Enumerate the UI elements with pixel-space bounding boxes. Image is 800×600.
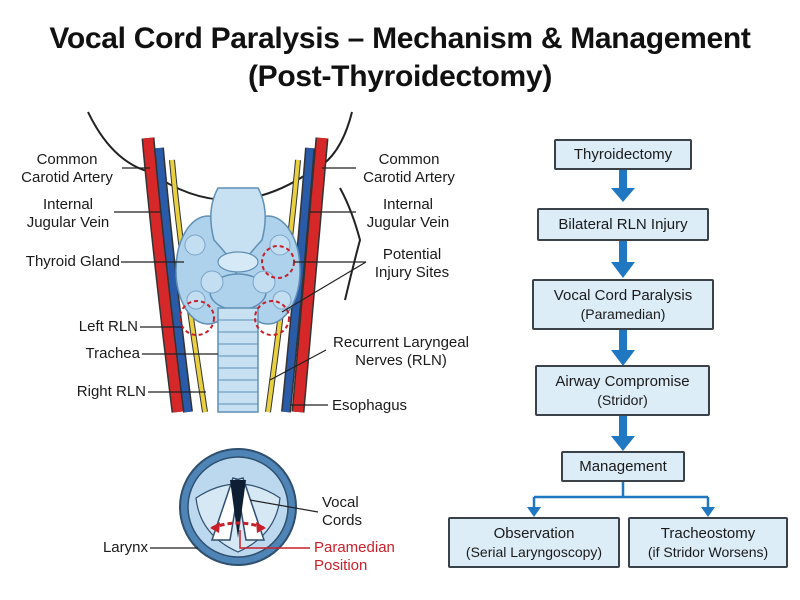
flow-branch-observation: Observation (Serial Laryngoscopy) <box>448 517 620 568</box>
flow-step-management: Management <box>561 451 685 482</box>
injury-site-left <box>179 300 215 336</box>
label-left-common-carotid: Common Carotid Artery <box>21 151 113 186</box>
label-trachea: Trachea <box>85 345 140 362</box>
label-right-common-carotid: Common Carotid Artery <box>363 151 455 186</box>
label-paramedian-position: Paramedian Position <box>314 539 395 574</box>
label-thyroid-gland: Thyroid Gland <box>25 253 120 270</box>
flow-branch-tracheostomy: Tracheostomy (if Stridor Worsens) <box>628 517 788 568</box>
trachea <box>217 307 259 413</box>
label-right-internal-jugular: Internal Jugular Vein <box>366 196 450 231</box>
injury-site-right-low <box>254 300 290 336</box>
label-left-internal-jugular: Internal Jugular Vein <box>26 196 110 231</box>
page-title: Vocal Cord Paralysis – Mechanism & Manag… <box>49 22 751 55</box>
page-subtitle: (Post-Thyroidectomy) <box>247 60 553 93</box>
label-right-rln: Right RLN <box>76 383 146 400</box>
left-neck-outline <box>87 111 151 173</box>
label-larynx: Larynx <box>102 539 148 556</box>
label-esophagus: Esophagus <box>332 397 408 414</box>
flow-step-airway-compromise: Airway Compromise (Stridor) <box>535 365 710 416</box>
flow-step-thyroidectomy: Thyroidectomy <box>554 139 692 170</box>
flow-step-bilateral-rln-injury: Bilateral RLN Injury <box>537 208 709 241</box>
label-left-rln: Left RLN <box>78 318 138 335</box>
flow-step-vocal-cord-paralysis: Vocal Cord Paralysis (Paramedian) <box>532 279 714 330</box>
label-potential-injury-sites: Potential Injury Sites <box>374 246 450 281</box>
branch-arrows <box>532 481 710 508</box>
label-vocal-cords: Vocal Cords <box>322 494 363 529</box>
label-recurrent-laryngeal-nerves: Recurrent Laryngeal Nerves (RLN) <box>333 334 469 369</box>
flow-arrows <box>611 168 635 451</box>
